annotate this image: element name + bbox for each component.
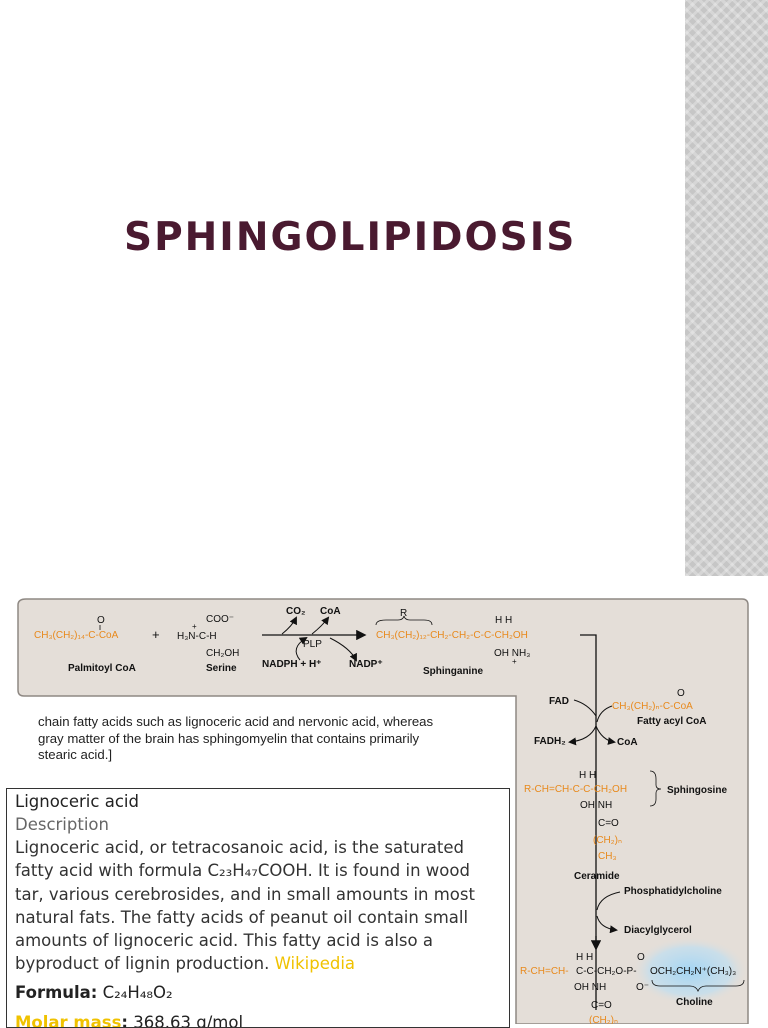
- infobox-description-label: Description: [15, 815, 109, 834]
- sphinganine-charge: +: [512, 657, 517, 666]
- diacylglycerol-label: Diacylglycerol: [624, 925, 692, 936]
- coa-release-label: CoA: [320, 606, 341, 617]
- infobox-description: Lignoceric acid, or tetracosanoic acid, …: [15, 836, 501, 976]
- sphingosine-formula: R-CH=CH-C-C-CH₂OH: [524, 784, 627, 795]
- lignoceric-acid-infobox: Lignoceric acid Description Lignoceric a…: [6, 788, 510, 1028]
- fatty-acyl-o: O: [677, 688, 685, 699]
- fatty-acyl-coa-formula: CH₃(CH₂)ₙ-C-CoA: [612, 701, 693, 712]
- sphingomyelin-ch2n: (CH₂)ₙ: [589, 1015, 618, 1024]
- infobox-molar-mass-row: Molar mass: 368.63 g/mol: [15, 1010, 501, 1028]
- textbook-caption: chain fatty acids such as lignoceric aci…: [38, 714, 508, 764]
- choline-highlight-glow: [632, 937, 748, 1005]
- palmitoyl-coa-label: Palmitoyl CoA: [68, 663, 136, 674]
- sphingolipid-pathway-diagram: O CH₃(CH₂)₁₄-C-CoA Palmitoyl CoA + COO⁻ …: [17, 598, 749, 1024]
- phosphatidylcholine-label: Phosphatidylcholine: [624, 886, 722, 897]
- coa-release-label-2: CoA: [617, 737, 638, 748]
- sphingomyelin-formula-black: C-C-CH₂O-P-: [576, 966, 637, 977]
- sphinganine-oh-nh3: OH NH₃: [494, 648, 530, 659]
- r-brace-label: R: [400, 608, 407, 619]
- serine-h3n: H₃N-C-H: [177, 631, 217, 642]
- diagram-background: [17, 598, 749, 1024]
- nadph-label: NADPH + H⁺: [262, 659, 321, 670]
- sphingosine-label: Sphingosine: [667, 785, 727, 796]
- ceramide-ch2n: (CH₂)ₙ: [593, 835, 622, 846]
- sphinganine-label: Sphinganine: [423, 666, 483, 677]
- fad-label: FAD: [549, 696, 569, 707]
- sphingomyelin-o-top: O: [637, 952, 645, 963]
- ceramide-ch3: CH₃: [598, 851, 617, 862]
- molar-mass-value: 368.63 g/mol: [133, 1012, 244, 1028]
- wikipedia-link[interactable]: Wikipedia: [274, 954, 356, 974]
- fatty-acyl-coa-label: Fatty acyl CoA: [637, 716, 706, 727]
- serine-coo: COO⁻: [206, 614, 234, 625]
- caption-line-3: stearic acid.]: [38, 747, 113, 762]
- sphingomyelin-choline-part: OCH₂CH₂N⁺(CH₃)₃: [650, 966, 736, 977]
- palmitoyl-carbonyl-o: O: [97, 615, 105, 626]
- serine-label: Serine: [206, 663, 237, 674]
- caption-line-1: chain fatty acids such as lignoceric aci…: [38, 714, 434, 729]
- infobox-name: Lignoceric acid: [15, 792, 139, 811]
- formula-label: Formula:: [15, 982, 98, 1002]
- ceramide-label: Ceramide: [574, 871, 620, 882]
- sphingomyelin-oh-nh: OH NH: [574, 982, 606, 993]
- sphingosine-hh: H H: [579, 770, 596, 781]
- serine-charge: +: [192, 622, 197, 631]
- infobox-formula-row: Formula: C₂₄H₄₈O₂: [15, 980, 501, 1006]
- sphingomyelin-hh: H H: [576, 952, 593, 963]
- sphingomyelin-o-minus: O⁻: [636, 982, 649, 993]
- co2-label: CO₂: [286, 606, 305, 617]
- caption-line-2: gray matter of the brain has sphingomyel…: [38, 730, 420, 746]
- sphingomyelin-c-o: C=O: [591, 1000, 612, 1011]
- choline-label: Choline: [676, 997, 713, 1008]
- slide-title: SPHINGOLIPIDOSIS: [124, 215, 577, 260]
- ceramide-oh-nh: OH NH: [580, 800, 612, 811]
- molar-mass-label[interactable]: Molar mass: [15, 1012, 122, 1028]
- sphingomyelin-formula-orange: R-CH=CH-: [520, 966, 569, 977]
- ceramide-c-o: C=O: [598, 818, 619, 829]
- content-image-area: O CH₃(CH₂)₁₄-C-CoA Palmitoyl CoA + COO⁻ …: [0, 576, 768, 1028]
- sphinganine-formula: CH₃(CH₂)₁₂-CH₂-CH₂-C-C-CH₂OH: [376, 630, 528, 641]
- plp-label: PLP: [303, 639, 322, 650]
- decorative-stripe-panel: [685, 0, 768, 576]
- infobox-description-text: Lignoceric acid, or tetracosanoic acid, …: [15, 838, 475, 974]
- nadp-label: NADP⁺: [349, 659, 383, 670]
- reaction-plus: +: [152, 627, 160, 642]
- fadh2-label: FADH₂: [534, 736, 566, 747]
- serine-ch2oh: CH₂OH: [206, 648, 239, 659]
- sphinganine-hh: H H: [495, 615, 512, 626]
- palmitoyl-coa-formula: CH₃(CH₂)₁₄-C-CoA: [34, 630, 119, 641]
- formula-value: C₂₄H₄₈O₂: [102, 982, 173, 1002]
